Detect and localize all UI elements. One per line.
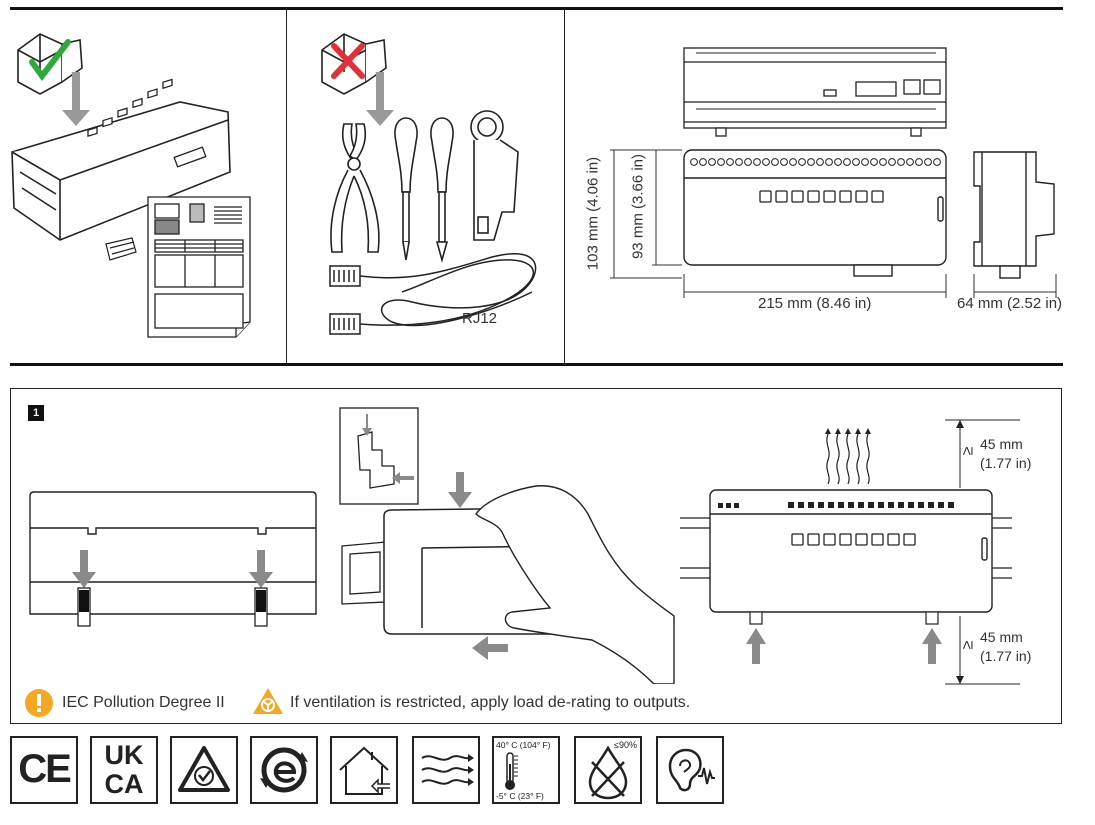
down-arrow-icon [366, 72, 394, 126]
tools-illustration [321, 33, 537, 335]
terminal-row [690, 158, 941, 166]
device-front-view [683, 149, 947, 277]
terminal-connector [105, 237, 137, 261]
controller-device [709, 489, 993, 613]
screwdriver-icon [394, 117, 418, 261]
clearance-top-symbol: ≥ [959, 446, 977, 456]
step-1-frame [10, 388, 1062, 724]
screwdriver-icon [430, 117, 454, 263]
din-rail [341, 541, 387, 605]
temperature-range-icon: 40° C (104° F) -5° C (23° F) [492, 736, 560, 804]
rj12-label: RJ12 [462, 310, 498, 327]
cross-icon [331, 43, 365, 79]
humidity-icon: ≤90% [574, 736, 642, 804]
heat-wave-icon [826, 433, 870, 485]
recycle-e-mark [250, 736, 318, 804]
down-arrow-icon [448, 472, 472, 508]
dim-height-body: 93 mm (3.66 in) [629, 153, 647, 260]
mounting-hand-illustration [339, 407, 675, 684]
up-arrow-icon [746, 628, 766, 664]
middle-rule [10, 363, 1063, 366]
button-row [759, 190, 884, 203]
button-row [791, 533, 916, 546]
rail-clip [749, 611, 939, 625]
dim-width: 215 mm (8.46 in) [758, 295, 872, 312]
manual-document [147, 196, 251, 338]
top-rule [10, 7, 1063, 10]
clearance-bottom-mm: 45 mm [980, 629, 1023, 645]
down-arrow-icon [249, 550, 273, 588]
step-number-badge: 1 [28, 405, 44, 421]
device-side-view [973, 151, 1055, 279]
package-contents-illustration [11, 33, 251, 338]
info-warning-icon [25, 689, 53, 717]
dimension-lines [610, 149, 1057, 298]
airflow-icon [412, 736, 480, 804]
wire-stripper-icon [470, 110, 519, 241]
indoor-use-icon [330, 736, 398, 804]
pliers-icon [330, 123, 380, 253]
device-top-view [683, 47, 947, 137]
clearance-top-mm: 45 mm [980, 436, 1023, 452]
ukca-mark: UK CA [90, 736, 158, 804]
section-divider-2 [564, 9, 565, 364]
hand-icon [475, 485, 675, 684]
controller-device [11, 101, 231, 241]
clearance-bottom-symbol: ≥ [959, 640, 977, 650]
section-divider-1 [286, 9, 287, 364]
up-arrow-icon [922, 628, 942, 664]
caution-triangle-icon [253, 688, 283, 714]
down-arrow-icon [72, 550, 96, 588]
open-box-icon [17, 33, 83, 95]
din-rail-clip-illustration [29, 491, 317, 627]
clearance-top-in: (1.77 in) [980, 455, 1032, 471]
left-arrow-icon [472, 636, 508, 660]
dim-depth: 64 mm (2.52 in) [957, 295, 1063, 312]
check-icon [29, 39, 71, 82]
rj12-cable-icon [329, 253, 537, 335]
down-arrow-icon [62, 72, 90, 126]
ce-mark: CE [10, 736, 78, 804]
clearance-bottom-in: (1.77 in) [980, 648, 1032, 664]
note-pollution: IEC Pollution Degree II [62, 694, 225, 711]
dimension-drawings [610, 47, 1057, 298]
clearance-diagram [680, 419, 1020, 685]
note-ventilation: If ventilation is restricted, apply load… [290, 694, 691, 711]
rcm-mark [170, 736, 238, 804]
noise-icon [656, 736, 724, 804]
inset-clip-diagram [339, 407, 419, 505]
dim-height-total: 103 mm (4.06 in) [584, 156, 602, 271]
